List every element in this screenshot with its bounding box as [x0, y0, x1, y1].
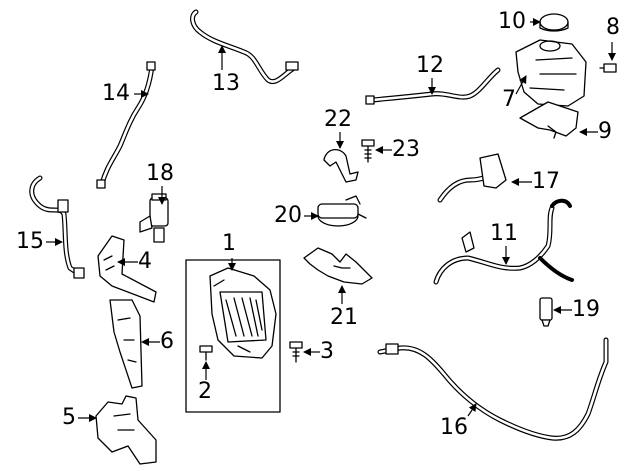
callout-22: 22: [324, 107, 352, 132]
callout-1: 1: [222, 231, 236, 256]
part-1-module: [209, 267, 277, 359]
callout-16: 16: [440, 415, 468, 440]
part-18-valve: [139, 193, 169, 243]
callout-20: 20: [274, 203, 302, 228]
part-9-bracket: [519, 101, 579, 139]
callout-17: 17: [532, 169, 560, 194]
part-16-pipe: [377, 337, 609, 441]
part-11-hose: [433, 198, 574, 285]
part-13-hose: [190, 9, 299, 84]
part-20-pump: [317, 195, 367, 227]
callout-3: 3: [320, 339, 334, 364]
part-21-mount: [303, 247, 373, 285]
part-8-bolt: [599, 63, 617, 73]
part-1-group-box: [185, 259, 281, 413]
leader-16: [467, 403, 477, 417]
part-2-bolt: [199, 345, 213, 361]
part-5-bracket: [95, 395, 157, 465]
part-12-pipe: [365, 67, 501, 105]
part-14-tube: [96, 61, 156, 189]
callout-9: 9: [598, 119, 612, 144]
callout-19: 19: [572, 297, 600, 322]
part-6-bracket: [109, 299, 143, 389]
callout-14: 14: [102, 81, 130, 106]
part-10-cap: [539, 13, 569, 32]
callout-13: 13: [212, 71, 240, 96]
callout-8: 8: [606, 15, 620, 40]
part-4-bracket: [97, 235, 157, 303]
callout-18: 18: [146, 161, 174, 186]
callout-21: 21: [330, 305, 358, 330]
callout-11: 11: [490, 221, 518, 246]
leader-7: [515, 75, 527, 95]
part-3-bolt: [289, 341, 303, 363]
callout-6: 6: [160, 329, 174, 354]
callout-7: 7: [502, 87, 516, 112]
callout-23: 23: [392, 137, 420, 162]
callout-15: 15: [16, 229, 44, 254]
part-23-bolt: [361, 139, 375, 163]
callout-2: 2: [198, 379, 212, 404]
part-7-reservoir: [515, 39, 587, 107]
callout-5: 5: [62, 405, 76, 430]
part-15-hose: [29, 175, 85, 279]
callout-12: 12: [416, 53, 444, 78]
callout-4: 4: [138, 249, 152, 274]
part-17-hose: [437, 153, 507, 203]
callout-10: 10: [498, 9, 526, 34]
part-22-clamp: [323, 149, 359, 183]
part-19-sensor: [539, 297, 553, 327]
